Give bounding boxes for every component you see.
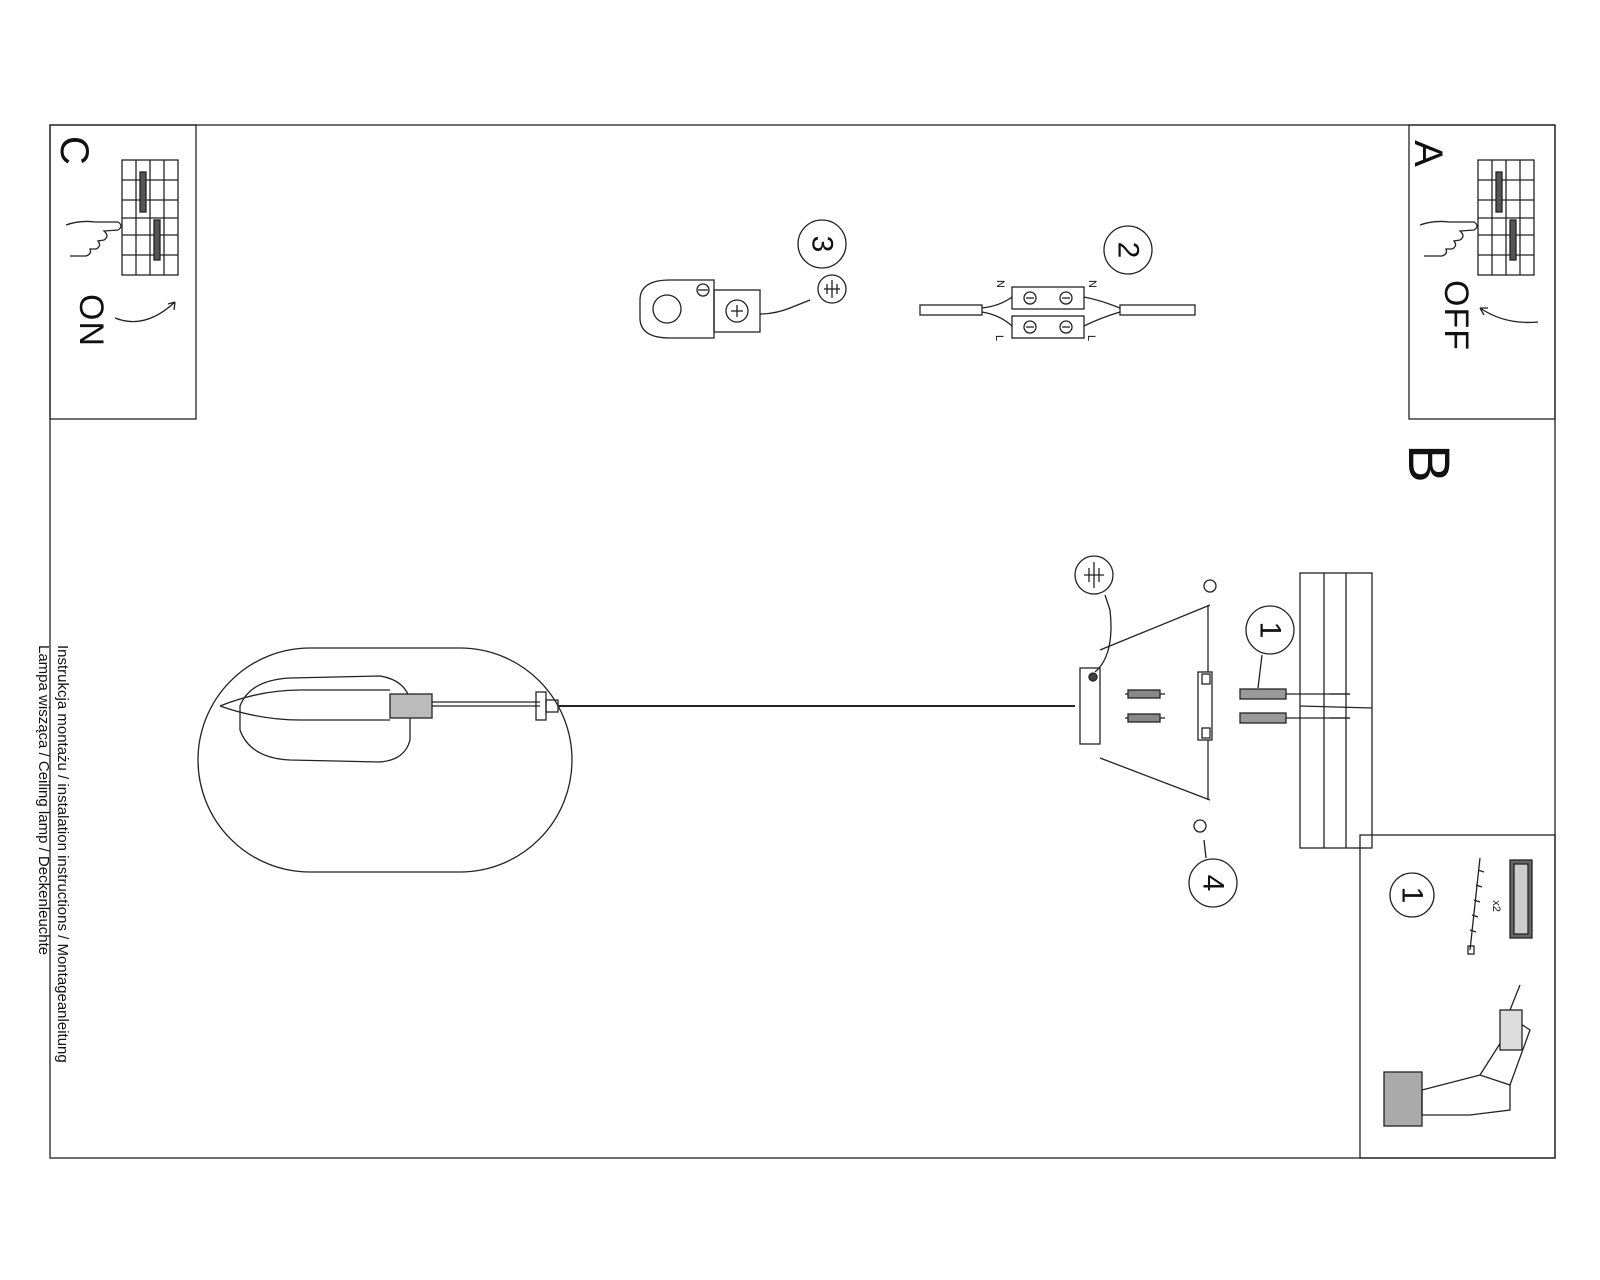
panel-c-status: ON xyxy=(72,294,110,347)
kit-screw-icon xyxy=(1467,857,1485,955)
canopy-icon xyxy=(1079,594,1112,745)
step-4-leader xyxy=(1203,839,1207,859)
wire-n-label-left: N xyxy=(993,280,1006,288)
step-3-circle xyxy=(797,219,847,269)
caption-line-1: Instrukcja montażu / instalation instruc… xyxy=(54,645,71,1063)
step-2-circle xyxy=(1103,225,1153,275)
screws-icon xyxy=(1125,689,1165,723)
arrow-a-icon xyxy=(1479,307,1539,324)
wire-connector-icon xyxy=(919,286,1196,339)
lamp-shade-icon xyxy=(197,647,573,873)
panel-a-box xyxy=(1408,124,1556,420)
step-1-circle xyxy=(1245,605,1295,655)
step-2-label: 2 xyxy=(1111,241,1145,259)
step-4-label: 4 xyxy=(1196,874,1230,892)
arrow-c-icon xyxy=(114,301,176,323)
breaker-panel-c-icon xyxy=(121,159,179,276)
panel-c-letter: C xyxy=(51,136,96,165)
step-1-leader xyxy=(1257,654,1263,689)
caption-block: Instrukcja montażu / instalation instruc… xyxy=(34,645,72,1063)
caption-line-2: Lampa wisząca / Ceiling lamp / Deckenleu… xyxy=(35,645,52,956)
sheet-frame xyxy=(49,124,1556,1159)
panel-a-letter: A xyxy=(1405,140,1450,167)
panel-kit-box xyxy=(1359,834,1556,1159)
hand-a-icon xyxy=(1419,220,1478,257)
hand-c-icon xyxy=(65,220,122,257)
kit-step-1-circle xyxy=(1389,872,1435,918)
step-1-label: 1 xyxy=(1253,621,1287,639)
wire-l-label-left: L xyxy=(993,334,1006,342)
kit-wall-plug-icon xyxy=(1509,859,1533,939)
wire-n-label-right: N xyxy=(1085,280,1098,288)
mounting-bracket-icon xyxy=(1099,579,1217,833)
panel-b-letter: B xyxy=(1395,444,1461,483)
panel-c-box xyxy=(49,124,197,420)
ceiling-slab-icon xyxy=(1299,572,1373,849)
wire-l-label-right: L xyxy=(1085,334,1098,342)
earth-symbol-canopy-icon xyxy=(1074,555,1114,595)
earth-symbol-icon xyxy=(817,274,847,304)
step-4-circle xyxy=(1188,858,1238,908)
panel-a-status: OFF xyxy=(1436,280,1475,351)
ground-terminal-icon xyxy=(639,279,811,339)
breaker-panel-a-icon xyxy=(1477,159,1535,276)
kit-step-1-label: 1 xyxy=(1395,886,1429,904)
power-drill-icon xyxy=(1383,984,1531,1127)
kit-quantity: x2 xyxy=(1489,900,1502,912)
step-3-label: 3 xyxy=(805,235,839,253)
